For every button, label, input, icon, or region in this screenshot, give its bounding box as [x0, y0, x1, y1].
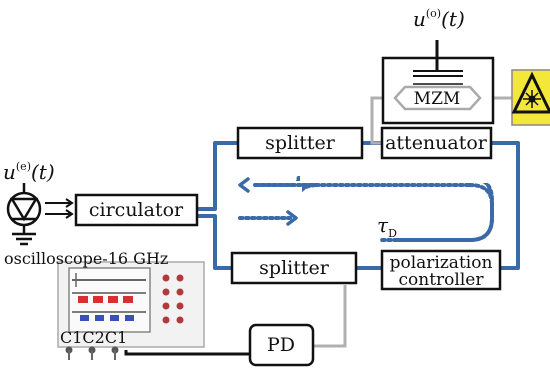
mzm-modulator: MZM — [381, 40, 495, 125]
delay-loop-path — [253, 176, 494, 242]
fiber-right-loop — [491, 141, 520, 270]
electrical-signal-label: u(e)(t) — [3, 160, 55, 184]
delay-loop-right — [378, 183, 494, 242]
splitter-bottom-label: splitter — [259, 257, 330, 279]
arrow-right-icon — [286, 210, 298, 226]
waveform-red — [78, 296, 133, 303]
fiber-paths — [197, 141, 520, 270]
loop-mask-2 — [300, 175, 500, 183]
polarization-controller-line2: controller — [399, 270, 485, 290]
ground-icon — [12, 232, 36, 246]
oscilloscope-knobs — [162, 274, 184, 324]
circulator-label: circulator — [89, 199, 184, 221]
oscilloscope-icon — [57, 261, 205, 348]
delay-loop-arrows — [238, 177, 298, 226]
splitter-bottom: splitter — [230, 251, 358, 285]
channel-labels: C1C2C1 — [60, 328, 127, 347]
splitter-top-label: splitter — [265, 132, 336, 154]
circulator: circulator — [74, 193, 199, 227]
mzm-label: MZM — [414, 89, 461, 109]
delay-loop — [238, 176, 494, 242]
fiber-circulator-to-top-splitter — [197, 141, 238, 211]
incoming-light-arrows — [45, 198, 74, 219]
fiber-circulator-to-bottom-splitter — [197, 214, 232, 270]
modulation-signal-label: u(o)(t) — [413, 7, 465, 31]
delay-label: τD — [377, 213, 397, 240]
arrow-left-icon — [238, 177, 250, 193]
splitter-top: splitter — [236, 126, 364, 160]
attenuator: attenuator — [380, 126, 493, 160]
cable-oscilloscope-to-pd — [124, 350, 250, 356]
photodiode-icon — [6, 183, 42, 234]
waveform-blue — [80, 315, 134, 321]
pd-detector: PD — [248, 323, 315, 367]
pd-label: PD — [267, 334, 295, 356]
line-splitter-to-pd — [313, 285, 347, 348]
oscilloscope-label: oscilloscope-16 GHz — [4, 249, 168, 268]
polarization-controller-line1: polarization — [390, 253, 493, 273]
attenuator-label: attenuator — [385, 132, 488, 154]
polarization-controller: polarization controller — [380, 249, 502, 291]
channel-stubs — [68, 350, 116, 360]
loop-mask — [296, 181, 302, 215]
laser-warning-icon — [511, 69, 550, 126]
